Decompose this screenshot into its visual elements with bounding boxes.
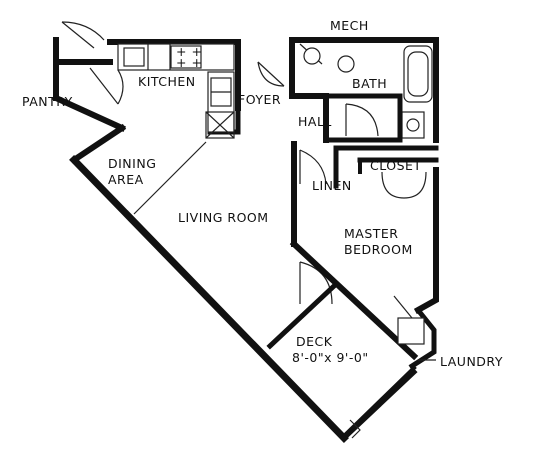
room-labels: MECH KITCHEN BATH PANTRY FOYER HALL DINI…: [22, 18, 503, 369]
laundry-door: [393, 295, 413, 319]
dining-label-line2: AREA: [108, 172, 144, 187]
master-label-line2: BEDROOM: [344, 242, 413, 257]
water-heater-icon: [303, 47, 321, 65]
bath-sink-icon: [401, 111, 425, 139]
sink-icon: [123, 47, 145, 67]
bathtub-icon: [403, 45, 433, 103]
exterior-walls: [52, 37, 439, 443]
pantry-door: [89, 67, 119, 105]
deck: [266, 282, 417, 439]
foyer-label: FOYER: [238, 92, 281, 107]
deck-label-line2: 8'-0"x 9'-0": [292, 350, 369, 365]
linen-label: LINEN: [312, 178, 352, 193]
kitchen-side-counter: [207, 71, 235, 133]
deck-label-line1: DECK: [296, 334, 333, 349]
dining-label-line1: DINING: [108, 156, 156, 171]
hall-label: HALL: [298, 114, 332, 129]
kitchen: + + + +: [117, 43, 235, 139]
kitchen-label: KITCHEN: [138, 74, 196, 89]
toilet-icon: [337, 55, 355, 73]
bath-fixtures: [303, 45, 433, 139]
master-label-line1: MASTER: [344, 226, 399, 241]
bath-label: BATH: [352, 76, 387, 91]
stove-icon: [170, 45, 202, 69]
svg-text:+ +: + +: [176, 44, 202, 59]
refrigerator-icon: [205, 111, 235, 139]
laundry-label: LAUNDRY: [440, 354, 503, 369]
svg-text:+ +: + +: [176, 55, 202, 70]
interior-walls: [133, 93, 439, 361]
pantry-top-door: [61, 21, 95, 49]
entry-door: [257, 61, 285, 87]
living-room-label: LIVING ROOM: [178, 210, 269, 225]
washer-dryer-icon: [397, 317, 425, 345]
closet-label: CLOSET: [370, 158, 422, 173]
mech-label: MECH: [330, 18, 369, 33]
pantry-label: PANTRY: [22, 94, 73, 109]
